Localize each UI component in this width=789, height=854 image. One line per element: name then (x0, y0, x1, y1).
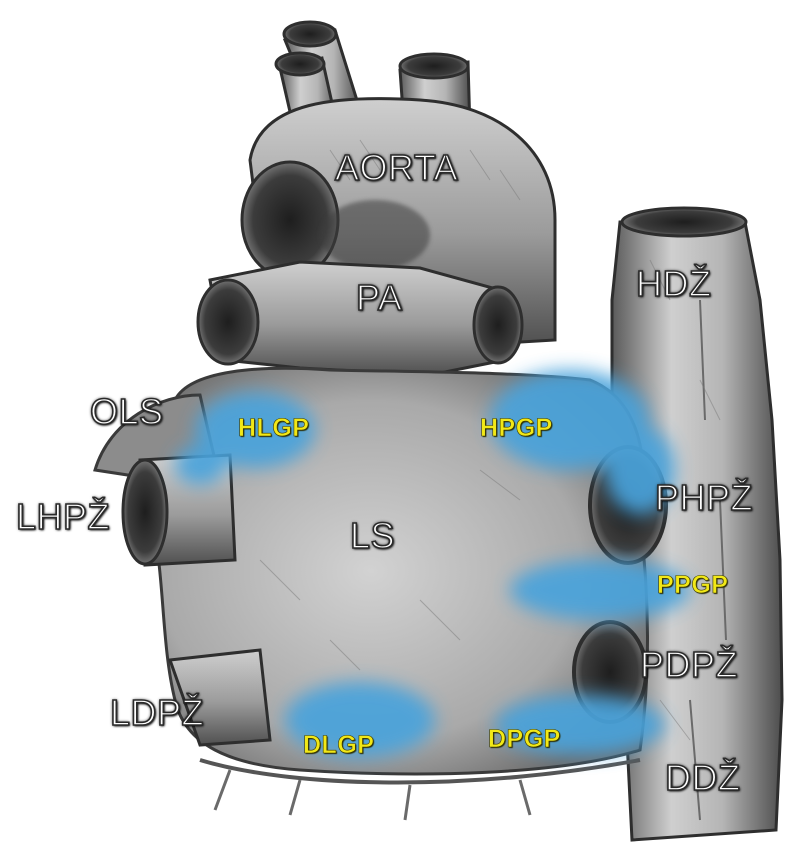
label-left-inferior-pulmonary-vein: LDPŽ (110, 695, 204, 731)
label-right-superior-pulmonary-vein: PHPŽ (655, 480, 753, 516)
label-hpgp: HPGP (480, 416, 553, 441)
label-left-superior-pulmonary-vein: LHPŽ (16, 499, 110, 535)
label-hlgp: HLGP (238, 416, 309, 441)
label-superior-vena-cava: HDŽ (636, 266, 712, 302)
label-aorta: AORTA (335, 150, 458, 186)
label-dpgp: DPGP (488, 727, 561, 752)
label-left-atrial-appendage: OLS (90, 394, 164, 430)
label-left-atrium: LS (350, 518, 395, 554)
label-pulmonary-artery: PA (356, 280, 402, 316)
label-ppgp: PPGP (657, 573, 728, 598)
label-inferior-vena-cava: DDŽ (665, 760, 741, 796)
plexus-hlgp-tail (175, 445, 225, 485)
label-dlgp: DLGP (303, 733, 374, 758)
label-right-inferior-pulmonary-vein: PDPŽ (640, 647, 738, 683)
